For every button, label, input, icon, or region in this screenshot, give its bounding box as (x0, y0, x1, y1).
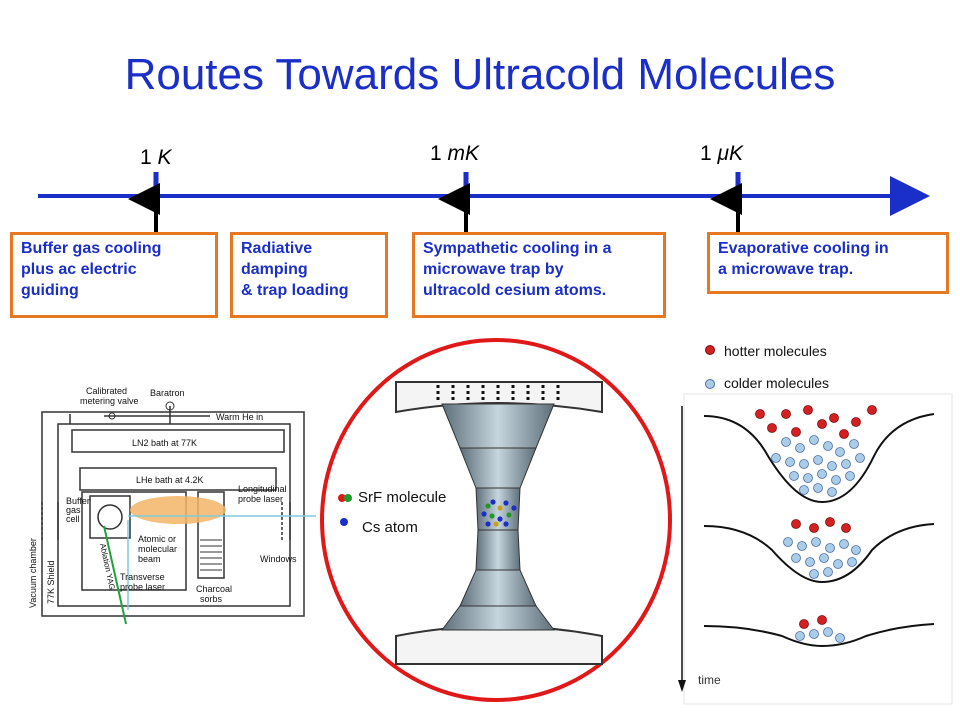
temp-label-1mk: 1 mK (430, 142, 480, 165)
box-line: plus ac electric (21, 261, 137, 278)
box-line: Sympathetic cooling in a (423, 240, 612, 257)
label-warm-he-in: Warm He in (216, 412, 263, 422)
label-baratron: Baratron (150, 388, 185, 398)
ablation-laser-beam (103, 525, 127, 625)
box-line: Buffer gas cooling (21, 240, 162, 257)
box-line: a microwave trap. (718, 261, 854, 278)
box-buffer-gas-cooling: Buffer gas cooling plus ac electric guid… (10, 232, 218, 318)
label-transverse-probe: probe laser (120, 582, 165, 592)
colder-dot (705, 379, 715, 389)
label-lhe-bath: LHe bath at 4.2K (136, 475, 204, 485)
label-metering-valve: metering valve (80, 396, 139, 406)
potential-well-3 (703, 623, 935, 648)
legend-srf-molecule: SrF molecule (358, 489, 446, 506)
cs-dot (340, 518, 348, 526)
label-longitudinal: Longitudinal (238, 484, 287, 494)
srf-green-dot (344, 494, 352, 502)
box-sympathetic-cooling: Sympathetic cooling in a microwave trap … (412, 232, 666, 318)
label-gas: gas (66, 505, 81, 515)
molecular-beam-plume (130, 496, 226, 524)
legend-hotter-molecules: hotter molecules (724, 343, 827, 359)
label-probe-laser: probe laser (238, 494, 283, 504)
label-charcoal: Charcoal (196, 584, 232, 594)
potential-well-1 (703, 413, 935, 504)
buffer-gas-apparatus-diagram: Calibrated metering valve Baratron Warm … (28, 386, 316, 625)
particle-cluster (481, 499, 517, 527)
label-transverse: Transverse (120, 572, 165, 582)
label-vacuum-chamber: Vacuum chamber (28, 538, 38, 608)
label-cell: cell (66, 514, 80, 524)
box-line: & trap loading (241, 282, 349, 299)
potential-well-2 (703, 523, 935, 584)
label-atomic: Atomic or (138, 534, 176, 544)
box-line: guiding (21, 282, 79, 299)
temp-label-1k: 1 K (140, 146, 172, 169)
label-calibrated: Calibrated (86, 386, 127, 396)
label-molecular: molecular (138, 544, 177, 554)
label-ln2-bath: LN2 bath at 77K (132, 438, 197, 448)
label-77k-shield: 77K Shield (46, 560, 56, 604)
box-line: microwave trap by (423, 261, 564, 278)
legend-colder-molecules: colder molecules (724, 375, 829, 391)
box-line: ultracold cesium atoms. (423, 282, 607, 299)
time-label: time (698, 673, 721, 687)
temp-label-1uk: 1 μK (700, 142, 744, 165)
hotter-dot (705, 345, 715, 355)
microwave-trap-diagram: SrF molecule Cs atom (320, 338, 672, 702)
box-line: Evaporative cooling in (718, 240, 889, 257)
legend-cs-atom: Cs atom (362, 519, 418, 536)
label-buffer: Buffer (66, 496, 90, 506)
evaporative-cooling-diagram: hotter molecules colder molecules time (678, 343, 953, 705)
label-windows: Windows (260, 554, 297, 564)
box-evaporative-cooling: Evaporative cooling in a microwave trap. (707, 232, 949, 294)
slide-title: Routes Towards Ultracold Molecules (124, 50, 836, 99)
box-line: Radiative (241, 240, 313, 257)
box-radiative-damping: Radiative damping & trap loading (230, 232, 388, 318)
label-sorbs: sorbs (200, 594, 223, 604)
box-line: damping (241, 261, 308, 278)
bottom-mirror (395, 625, 603, 665)
srf-red-dot (338, 494, 346, 502)
label-beam: beam (138, 554, 161, 564)
